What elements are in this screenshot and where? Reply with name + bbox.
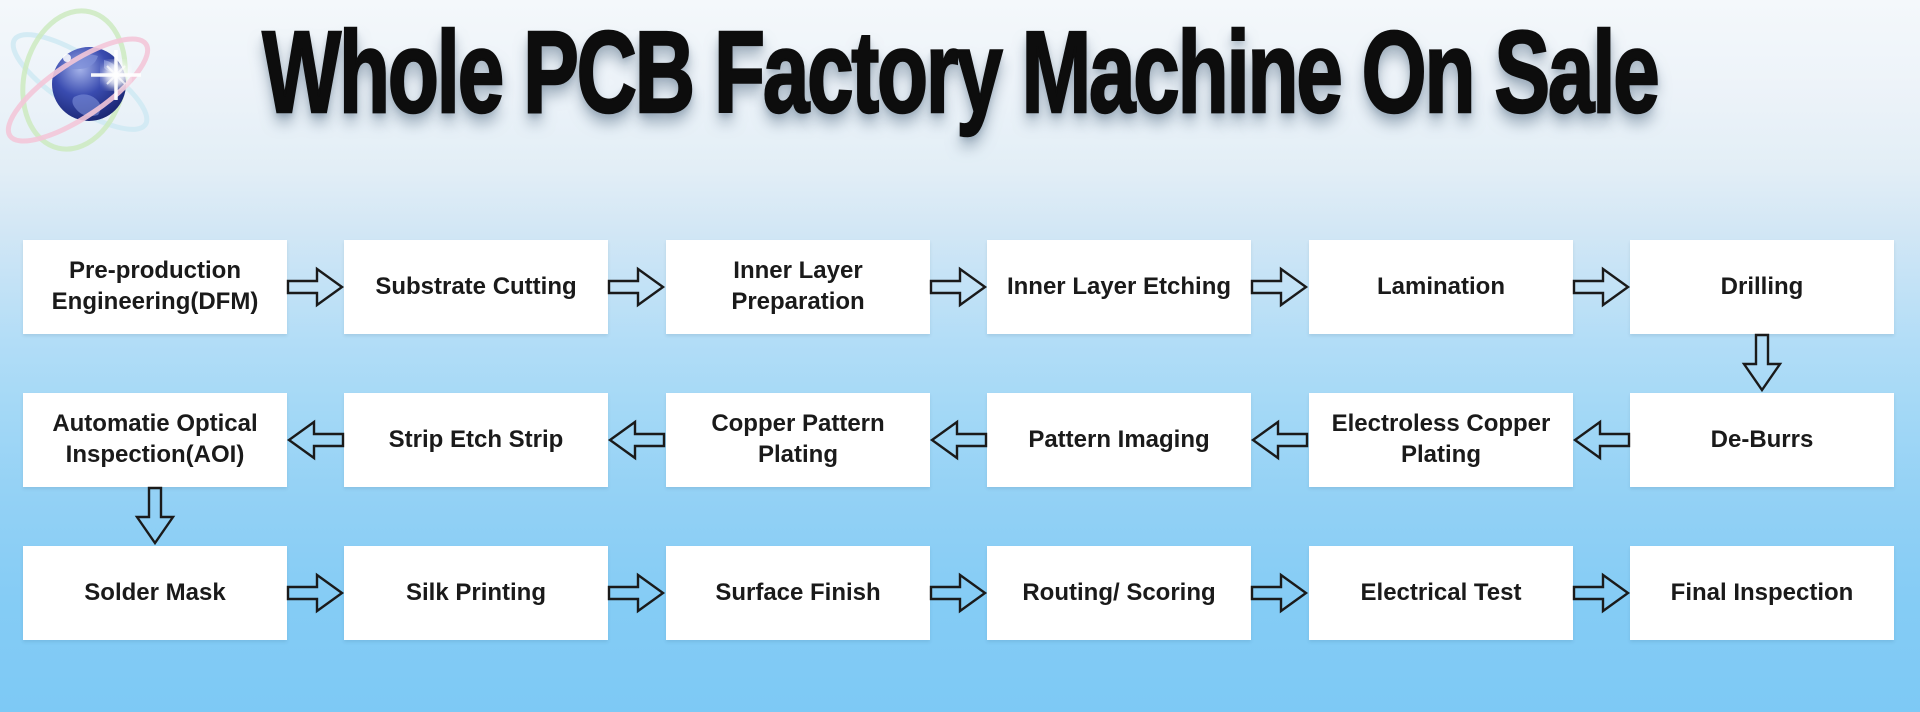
arrow-left-icon (1250, 419, 1309, 461)
flow-step-box: Substrate Cutting (344, 240, 608, 334)
banner-header: Whole PCB Factory Machine On Sale (0, 6, 1920, 158)
flow-step-label: Electrical Test (1360, 578, 1522, 606)
flow-step-label: Electroless Copper Plating (1331, 410, 1551, 468)
flow-step-box: Automatie Optical Inspection(AOI) (23, 393, 287, 487)
arrow-left-icon (1572, 419, 1631, 461)
arrow-right-icon (286, 572, 345, 614)
arrow-down-icon (134, 486, 176, 546)
flow-step-box: Copper Pattern Plating (666, 393, 930, 487)
flow-step-label: Surface Finish (715, 578, 881, 606)
flow-step-label: Copper Pattern Plating (711, 410, 885, 468)
arrow-right-icon (286, 266, 345, 308)
arrow-right-icon (929, 266, 988, 308)
flow-step-label: Inner Layer Etching (1006, 272, 1232, 300)
arrow-right-icon (607, 572, 666, 614)
flow-step-label: Pre-production Engineering(DFM) (51, 257, 259, 315)
arrow-right-icon (1572, 572, 1631, 614)
flow-step-box: De-Burrs (1630, 393, 1894, 487)
flow-step-box: Pre-production Engineering(DFM) (23, 240, 287, 334)
arrow-left-icon (929, 419, 988, 461)
flow-step-label: Substrate Cutting (375, 272, 577, 300)
arrow-right-icon (1250, 266, 1309, 308)
flow-step-box: Strip Etch Strip (344, 393, 608, 487)
flow-step-box: Silk Printing (344, 546, 608, 640)
flow-step-label: Inner Layer Preparation (731, 257, 865, 315)
flow-step-box: Pattern Imaging (987, 393, 1251, 487)
flow-step-label: Automatie Optical Inspection(AOI) (52, 410, 258, 468)
flow-step-label: Solder Mask (84, 578, 226, 606)
flow-step-label: Routing/ Scoring (1022, 578, 1216, 606)
arrow-right-icon (1250, 572, 1309, 614)
banner-title: Whole PCB Factory Machine On Sale (261, 6, 1660, 138)
flow-step-box: Final Inspection (1630, 546, 1894, 640)
flow-step-label: Strip Etch Strip (388, 425, 564, 453)
flow-step-box: Electroless Copper Plating (1309, 393, 1573, 487)
flow-step-box: Inner Layer Preparation (666, 240, 930, 334)
arrow-right-icon (929, 572, 988, 614)
arrow-right-icon (1572, 266, 1631, 308)
flow-step-label: De-Burrs (1710, 425, 1814, 453)
arrow-left-icon (286, 419, 345, 461)
flow-step-label: Silk Printing (405, 578, 546, 606)
flow-step-box: Lamination (1309, 240, 1573, 334)
arrow-down-icon (1741, 333, 1783, 393)
flow-step-label: Pattern Imaging (1028, 425, 1210, 453)
flow-step-box: Inner Layer Etching (987, 240, 1251, 334)
flow-step-label: Lamination (1376, 272, 1505, 300)
flow-step-box: Solder Mask (23, 546, 287, 640)
flow-step-box: Drilling (1630, 240, 1894, 334)
flow-step-label: Drilling (1720, 272, 1804, 300)
flow-step-label: Final Inspection (1670, 578, 1854, 606)
flow-step-box: Electrical Test (1309, 546, 1573, 640)
arrow-left-icon (607, 419, 666, 461)
arrow-right-icon (607, 266, 666, 308)
flow-step-box: Surface Finish (666, 546, 930, 640)
flow-step-box: Routing/ Scoring (987, 546, 1251, 640)
globe-orbit-icon (5, 8, 151, 152)
